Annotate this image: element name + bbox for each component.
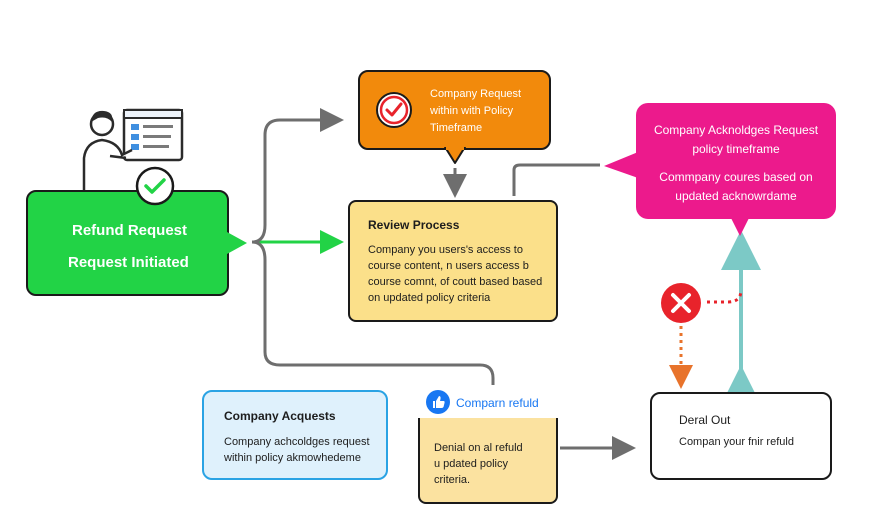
line-review-to-ack: [512, 163, 600, 196]
review-process-line-1: Company you users's access to: [368, 244, 523, 256]
refund-request-title: Refund Request: [72, 222, 188, 239]
review-process-node[interactable]: Review Process Company you users's acces…: [348, 200, 558, 322]
person-at-screen-icon: [82, 108, 184, 190]
denial-out-line: Compan your fnir refuld: [679, 436, 794, 448]
acknowledges-node[interactable]: Company Acknoldges Request policy timefr…: [636, 103, 836, 219]
company-acquests-line-2: within policy akmowhedeme: [224, 452, 361, 464]
policy-node-pointer: [444, 147, 466, 164]
policy-timeframe-line-2: within with Policy: [430, 105, 514, 117]
denial-note-line-2: u pdated policy: [434, 458, 508, 470]
denial-note-line-1: Denial on al refuld: [434, 442, 523, 454]
dotted-reject-line: [707, 289, 743, 304]
review-process-line-2: course content, n users access b: [368, 260, 529, 272]
review-process-line-3: course comnt, of coutt based based: [368, 276, 543, 288]
arrow-refund-to-policy: [251, 108, 344, 244]
company-acquests-node[interactable]: Company Acquests Company achcoldges requ…: [202, 390, 388, 480]
ack-line-4: updated acknowrdame: [675, 189, 797, 203]
ack-line-2: policy timeframe: [692, 142, 780, 156]
company-acquests-line-1: Company achcoldges request: [224, 436, 370, 448]
refund-request-subtitle: Request Initiated: [68, 254, 189, 271]
denial-out-node[interactable]: Deral Out Compan your fnir refuld: [650, 392, 832, 480]
denial-note-line-3: criteria.: [434, 474, 471, 486]
refund-request-node[interactable]: Refund Request Request Initiated: [26, 190, 229, 296]
line-refund-down: [251, 240, 495, 385]
check-circle-icon: [376, 92, 412, 128]
review-process-title: Review Process: [368, 218, 460, 232]
x-circle-icon: [661, 283, 701, 323]
review-process-line-4: on updated policy criteria: [368, 292, 491, 304]
ack-line-1: Company Acknoldges Request: [653, 123, 819, 137]
company-acquests-title: Company Acquests: [224, 409, 336, 423]
refund-node-pointer: [227, 232, 247, 254]
ack-line-3: Commpany coures based on: [659, 170, 813, 184]
ack-node-pointer-bottom: [730, 216, 750, 236]
policy-timeframe-line-3: Timeframe: [430, 122, 483, 134]
denial-note-node[interactable]: Denial on al refuld u pdated policy crit…: [418, 418, 558, 504]
policy-timeframe-node[interactable]: Company Request within with Policy Timef…: [358, 70, 551, 150]
ack-node-pointer-left: [604, 152, 638, 178]
policy-timeframe-line-1: Company Request: [430, 88, 522, 100]
denial-out-title: Deral Out: [679, 413, 731, 427]
thumbs-up-icon: [426, 390, 450, 414]
check-badge-icon: [135, 166, 175, 206]
refund-badge-label: Comparn refuld: [456, 396, 539, 410]
